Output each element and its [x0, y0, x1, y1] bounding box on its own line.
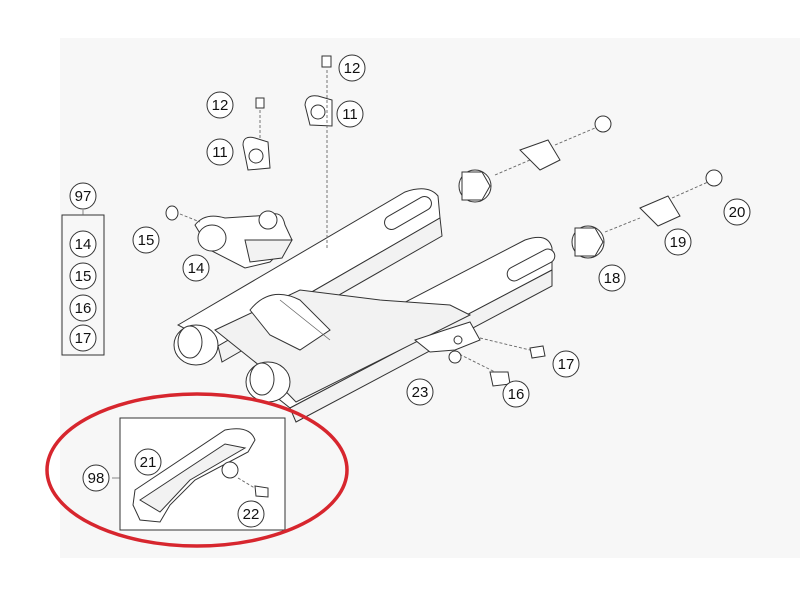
svg-text:20: 20 [729, 204, 746, 221]
clip-19 [639, 181, 709, 227]
highlight-ellipse [45, 392, 349, 548]
svg-text:12: 12 [212, 97, 229, 114]
svg-text:15: 15 [75, 268, 92, 285]
spacer-upper [458, 115, 612, 203]
svg-text:21: 21 [140, 454, 157, 471]
spacer-18 [571, 217, 641, 259]
callout-21: 21 [134, 448, 162, 476]
svg-text:14: 14 [75, 236, 92, 253]
kit-97-item-14: 14 [69, 230, 97, 258]
svg-text:18: 18 [604, 270, 621, 287]
upper-bracket-left [242, 97, 271, 171]
svg-text:16: 16 [508, 386, 525, 403]
kit-97-item-16: 16 [69, 294, 97, 322]
callout-12-left: 12 [206, 91, 234, 119]
svg-text:17: 17 [75, 330, 92, 347]
upper-bracket-right [304, 55, 333, 248]
callout-15: 15 [132, 226, 160, 254]
callout-22: 22 [237, 500, 265, 528]
callout-14: 14 [182, 254, 210, 282]
callout-12-top: 12 [338, 54, 366, 82]
svg-text:17: 17 [558, 356, 575, 373]
callout-23: 23 [406, 378, 434, 406]
screw-22 [237, 477, 269, 498]
callout-11-left: 11 [206, 138, 234, 166]
callout-19: 19 [664, 228, 692, 256]
washer-23 [448, 350, 462, 364]
callout-98: 98 [82, 464, 110, 492]
swingarm [173, 188, 556, 423]
svg-text:19: 19 [670, 234, 687, 251]
svg-text:14: 14 [188, 260, 205, 277]
svg-text:23: 23 [412, 384, 429, 401]
kit-97-item-17: 17 [69, 324, 97, 352]
kit-97-item-15: 15 [69, 262, 97, 290]
svg-text:11: 11 [212, 144, 228, 161]
callouts: 12 12 11 11 15 14 20 19 [69, 54, 751, 528]
svg-text:22: 22 [243, 506, 260, 523]
svg-text:98: 98 [88, 470, 105, 487]
callout-20: 20 [723, 198, 751, 226]
kit-97-group [61, 210, 105, 356]
callout-18: 18 [598, 264, 626, 292]
svg-text:15: 15 [138, 232, 155, 249]
chain-guide-mount-14 [179, 210, 293, 269]
callout-17: 17 [552, 350, 580, 378]
callout-11-right: 11 [336, 100, 364, 128]
washer-20 [705, 169, 723, 187]
svg-text:11: 11 [342, 106, 358, 123]
svg-text:16: 16 [75, 300, 92, 317]
callout-16: 16 [502, 380, 530, 408]
svg-text:12: 12 [344, 60, 361, 77]
svg-text:97: 97 [75, 188, 92, 205]
nut-17 [479, 337, 546, 359]
washer-15 [165, 205, 179, 221]
callout-97: 97 [69, 182, 97, 210]
